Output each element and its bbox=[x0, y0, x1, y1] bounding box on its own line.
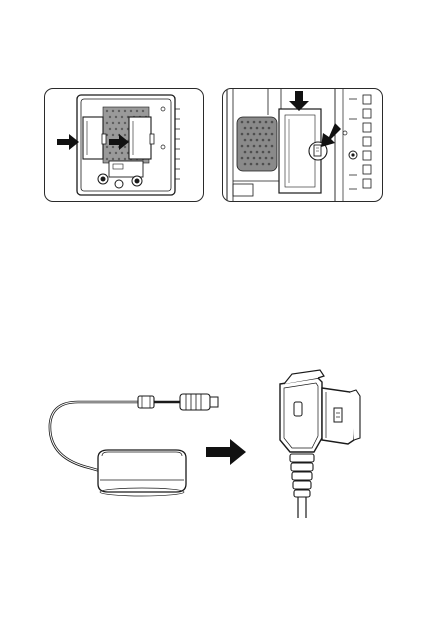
latch-arrow-icon bbox=[321, 123, 341, 147]
direction-arrow-icon bbox=[206, 439, 246, 465]
insert-arrow-icon bbox=[57, 134, 79, 150]
dtap-connector-illustration bbox=[270, 368, 370, 518]
ac-adapter-illustration bbox=[38, 388, 228, 506]
figure-rear-view-panel bbox=[44, 88, 204, 202]
monitor-rear-illustration bbox=[45, 89, 203, 201]
figure-side-view-panel bbox=[222, 88, 383, 202]
down-arrow-icon bbox=[289, 91, 309, 111]
monitor-side-illustration bbox=[223, 89, 382, 201]
